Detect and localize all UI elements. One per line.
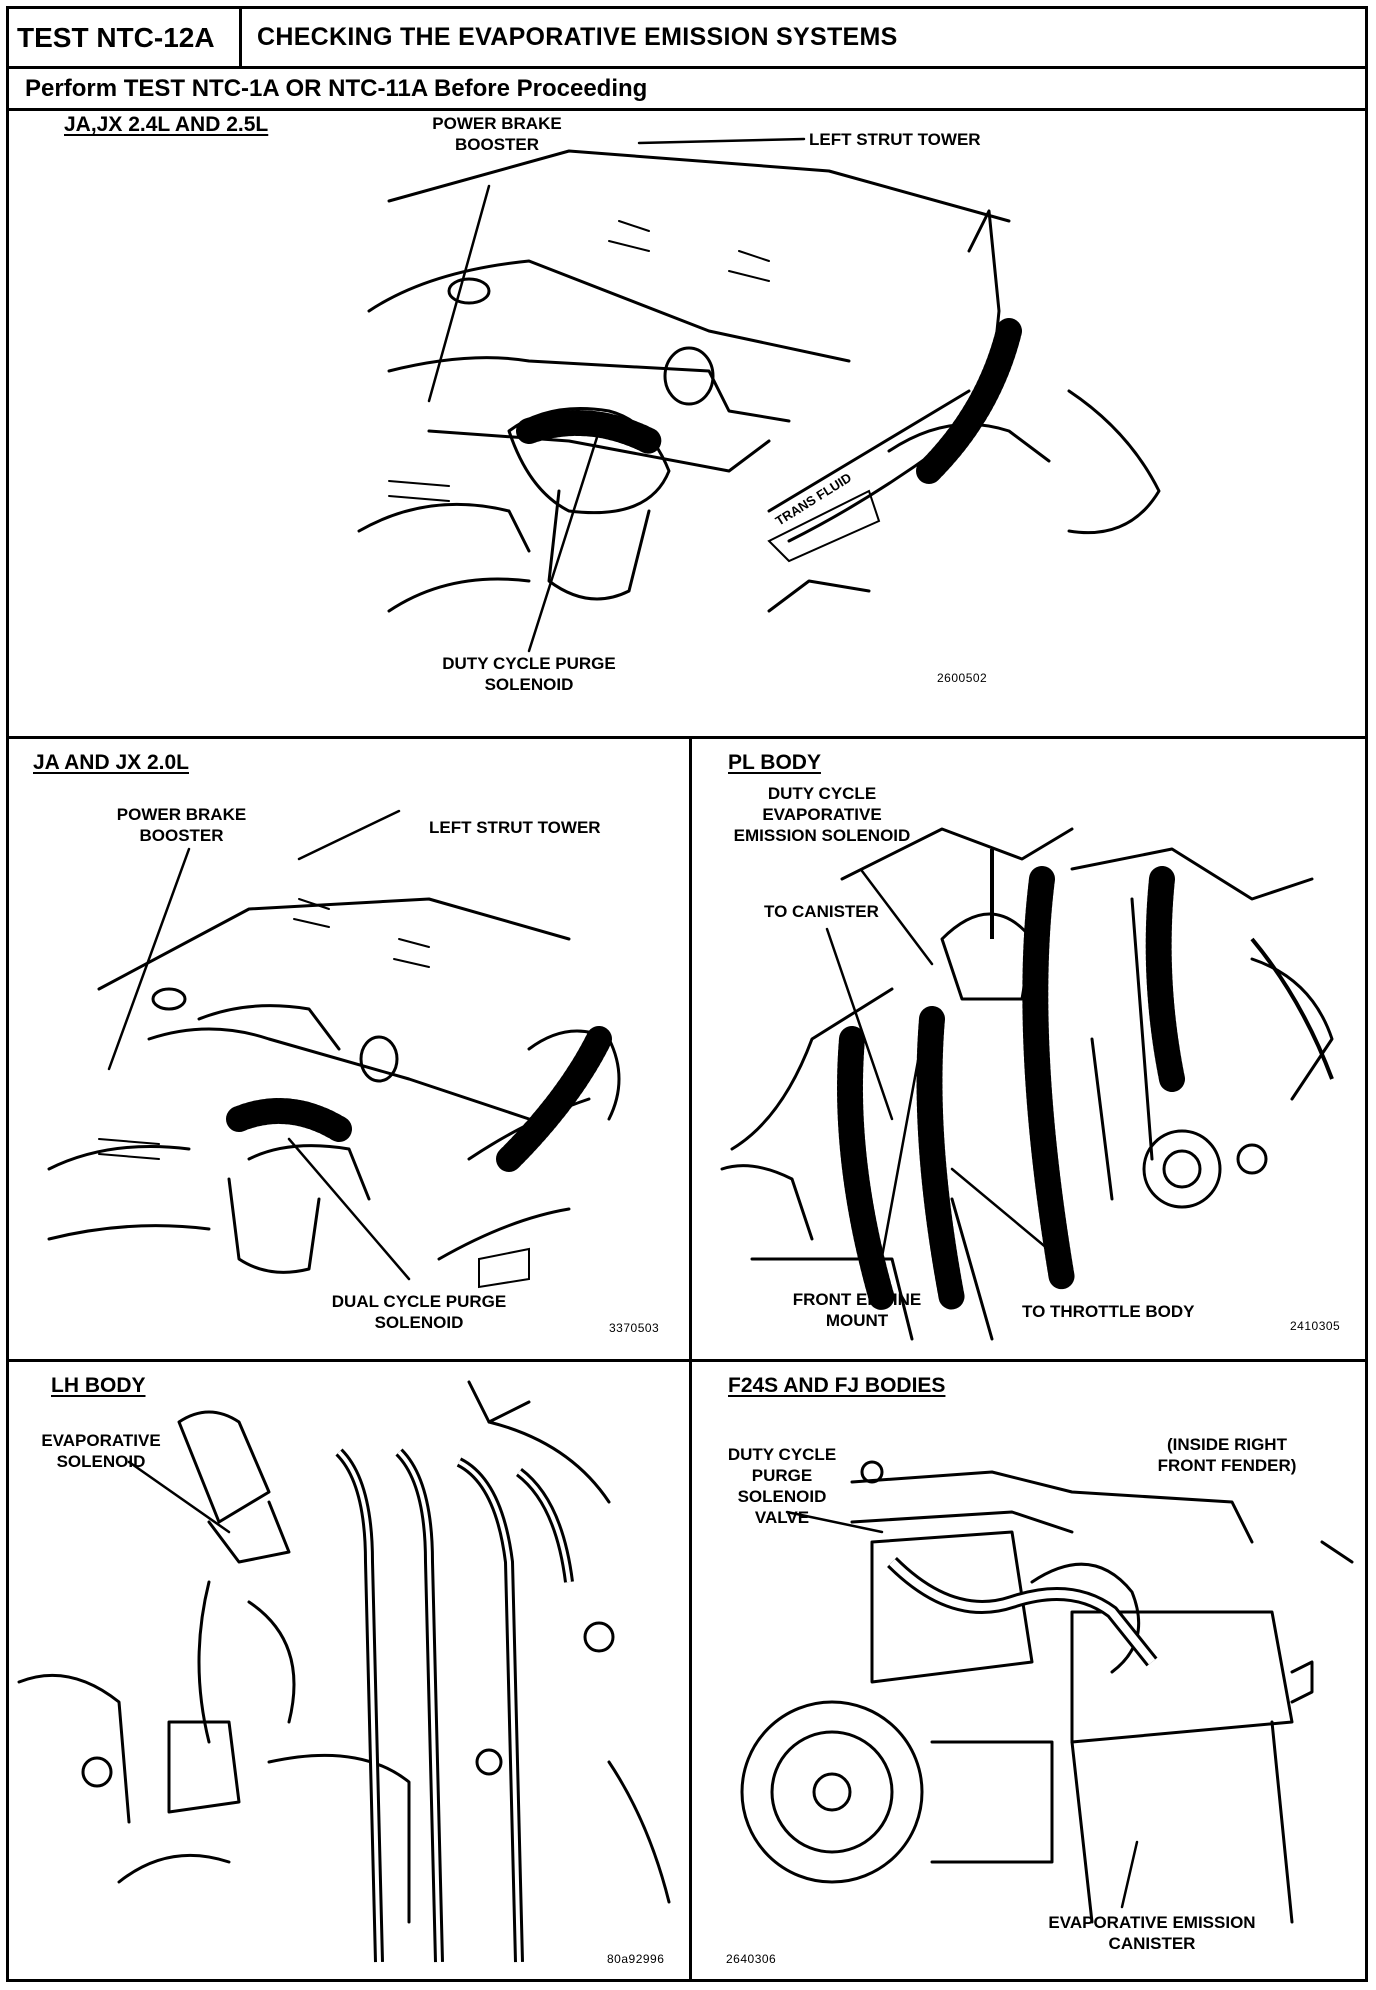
panel-title-pl-body: PL BODY (728, 751, 821, 774)
figure-code: 2600502 (937, 671, 988, 685)
label-duty-cycle-purge-solenoid-valve: DUTY CYCLE PURGE SOLENOID VALVE (727, 1445, 837, 1527)
panel-pl-body: PL BODY DUTY CYCLE EVAPORATIVE EMISSION … (692, 739, 1365, 1359)
panel-title-lh-body: LH BODY (51, 1374, 146, 1397)
label-to-throttle-body: TO THROTTLE BODY (1022, 1302, 1195, 1321)
label-left-strut-tower: LEFT STRUT TOWER (809, 130, 981, 149)
page-title: CHECKING THE EVAPORATIVE EMISSION SYSTEM… (257, 23, 898, 51)
label-duty-cycle-evaporative-emission-solenoid: DUTY CYCLE EVAPORATIVE EMISSION SOLENOID (733, 784, 911, 845)
label-left-strut-tower: LEFT STRUT TOWER (429, 818, 601, 837)
diagram-sheet: TEST NTC-12A CHECKING THE EVAPORATIVE EM… (6, 6, 1368, 1982)
engine-illustration (47, 809, 621, 1289)
label-inside-right-front-fender: (INSIDE RIGHT FRONT FENDER) (1157, 1435, 1297, 1475)
panel-title-ja-jx-24-25: JA,JX 2.4L AND 2.5L (64, 113, 269, 136)
engine-illustration (740, 1460, 1354, 1924)
divider-row-1 (9, 736, 1365, 739)
panel-lh-body: LH BODY EVAPORATIVE SOLENOID 80a92996 (9, 1362, 689, 1979)
engine-illustration (720, 827, 1334, 1341)
panel-title-ja-jx-20: JA AND JX 2.0L (33, 751, 189, 774)
panel-ja-jx-20: JA AND JX 2.0L POWER BRAKE BOOSTER LEFT … (9, 739, 689, 1359)
label-power-brake-booster: POWER BRAKE BOOSTER (116, 805, 247, 845)
figure-code: 80a92996 (607, 1952, 665, 1966)
label-power-brake-booster: POWER BRAKE BOOSTER (432, 114, 562, 154)
label-evaporative-solenoid: EVAPORATIVE SOLENOID (41, 1431, 161, 1471)
panel-f24s-fj-bodies: F24S AND FJ BODIES DUTY CYCLE PURGE SOLE… (692, 1362, 1365, 1979)
title-bar: TEST NTC-12A CHECKING THE EVAPORATIVE EM… (9, 9, 1365, 69)
panel-title-f24s-fj-bodies: F24S AND FJ BODIES (728, 1374, 946, 1397)
test-id: TEST NTC-12A (9, 9, 242, 66)
panel-ja-jx-24-25: TRANS FLUID JA,JX 2.4L AND 2.5L POWER BR… (9, 111, 1365, 736)
engine-illustration (17, 1380, 671, 1963)
divider-row-2 (9, 1359, 1365, 1362)
divider-column (689, 736, 692, 1979)
figure-code: 2410305 (1290, 1319, 1341, 1333)
label-front-engine-mount: FRONT ENGINE MOUNT (792, 1290, 922, 1330)
label-evaporative-emission-canister: EVAPORATIVE EMISSION CANISTER (1048, 1913, 1256, 1953)
engine-illustration: TRANS FLUID (357, 137, 1161, 653)
label-dual-cycle-purge-solenoid: DUAL CYCLE PURGE SOLENOID (331, 1292, 507, 1332)
figure-code: 3370503 (609, 1321, 660, 1335)
label-duty-cycle-purge-solenoid: DUTY CYCLE PURGE SOLENOID (442, 654, 616, 694)
subtitle: Perform TEST NTC-1A OR NTC-11A Before Pr… (9, 69, 1365, 111)
label-to-canister: TO CANISTER (764, 902, 879, 921)
figure-code: 2640306 (726, 1952, 777, 1966)
